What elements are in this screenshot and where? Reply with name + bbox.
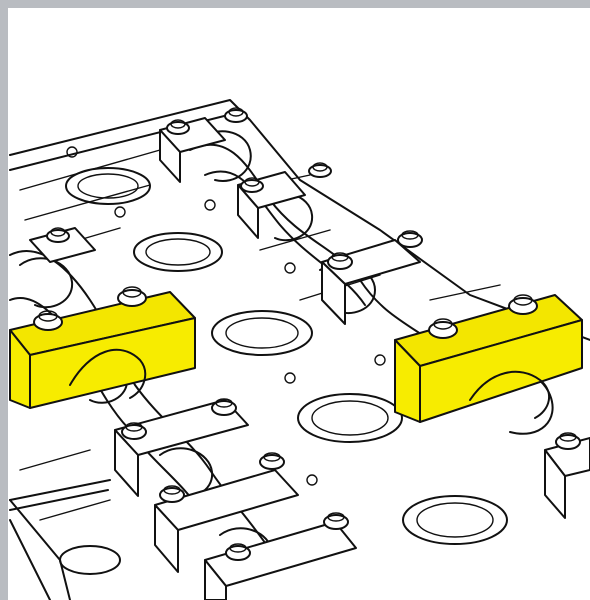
- tool-bolt-left-2: [117, 286, 147, 307]
- camshaft-locking-tool-left: [9, 286, 196, 409]
- cylinder-head-outline: [9, 99, 590, 600]
- bolt: [240, 177, 264, 193]
- cap-bolts: [46, 107, 581, 561]
- tool-bolt-right-1: [428, 318, 458, 339]
- bolt: [259, 452, 285, 470]
- camshaft-locking-tool-right: [394, 294, 583, 423]
- bolt: [159, 485, 185, 503]
- bolt: [397, 230, 423, 248]
- bolt: [46, 227, 70, 243]
- bolt: [327, 252, 353, 270]
- bolt: [166, 119, 190, 135]
- diagram-canvas: [8, 8, 590, 600]
- bolt: [225, 543, 251, 561]
- head-holes: [54, 146, 386, 486]
- plug-well-2: [133, 232, 223, 272]
- plug-well-4: [297, 393, 403, 443]
- bolt: [555, 432, 581, 450]
- plug-well-5: [402, 495, 508, 545]
- plug-well-1: [65, 167, 151, 205]
- tool-bolt-left-1: [33, 310, 63, 331]
- tool-bolt-right-2: [508, 294, 538, 315]
- plug-well-6: [59, 545, 121, 575]
- camshaft-ends: [69, 348, 550, 419]
- spark-plug-wells: [59, 167, 508, 575]
- bolt: [308, 162, 332, 178]
- bolt: [323, 512, 349, 530]
- left-rod: [9, 479, 111, 511]
- bolt: [224, 107, 248, 123]
- bolt: [121, 422, 147, 440]
- bolt: [211, 398, 237, 416]
- engine-diagram: [9, 99, 590, 600]
- plug-well-3: [211, 310, 313, 356]
